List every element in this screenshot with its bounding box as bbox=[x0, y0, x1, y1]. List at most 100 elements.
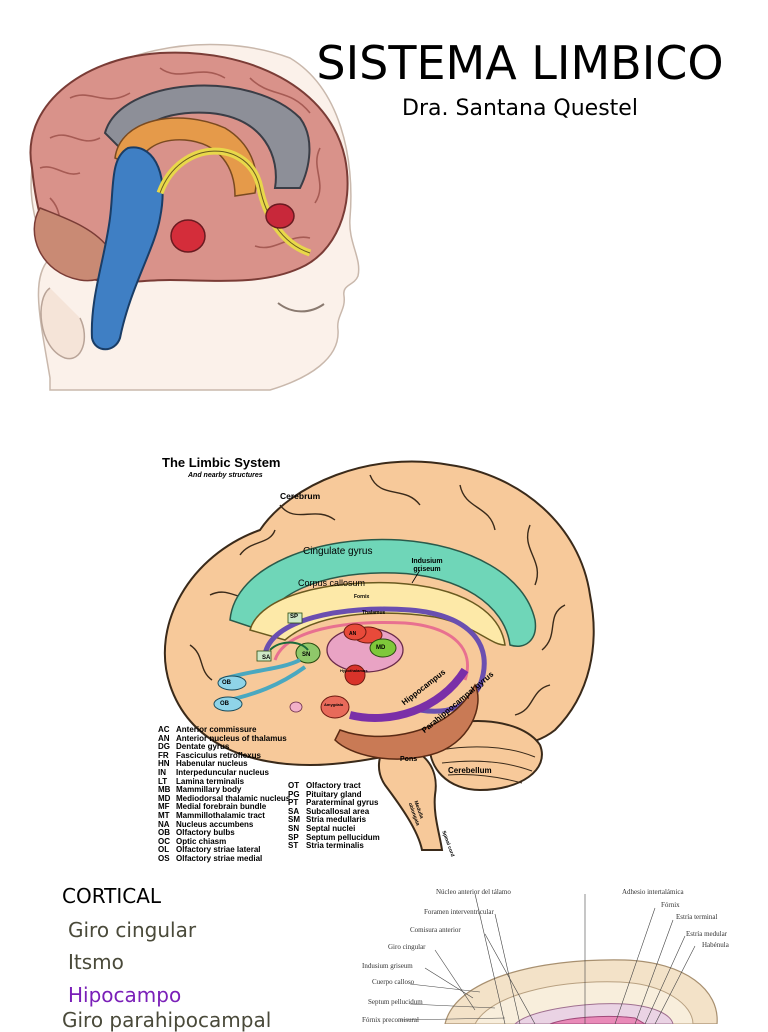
legend-row: MT Mammillothalamic tract bbox=[158, 810, 298, 821]
legend-name: Olfactory bulbs bbox=[176, 828, 235, 838]
legend-abbreviation: MF bbox=[158, 802, 170, 812]
label-md: MD bbox=[376, 645, 386, 651]
legend-row: HN Habenular nucleus bbox=[158, 760, 298, 769]
fig3-label-comisura: Comisura anterior bbox=[410, 926, 461, 934]
label-hypothalamus: Hypothalamus bbox=[340, 668, 368, 673]
legend-name: Anterior commissure bbox=[176, 725, 257, 734]
legend-abbreviation: ST bbox=[288, 841, 299, 851]
legend-row: MB Mammillary body bbox=[158, 786, 298, 795]
legend-abbreviation: SA bbox=[288, 806, 300, 816]
limbic-figure-subtitle: And nearby structures bbox=[188, 472, 263, 479]
label-cingulate-gyrus: Cingulate gyrus bbox=[303, 546, 373, 557]
legend-name: Olfactory striae lateral bbox=[176, 845, 261, 855]
legend-row: SN Septal nuclei bbox=[288, 823, 428, 834]
legend-abbreviation: HN bbox=[158, 759, 170, 769]
legend-name: Fasciculus retroflexus bbox=[176, 750, 261, 760]
legend-name: Mammillothalamic tract bbox=[176, 810, 265, 820]
fig3-label-estria-medular: Estría medular bbox=[686, 930, 728, 938]
fig3-label-nucleo-anterior: Núcleo anterior del tálamo bbox=[436, 888, 511, 896]
legend-name: Septum pellucidum bbox=[306, 832, 380, 842]
legend-name: Stria medullaris bbox=[306, 815, 367, 825]
fig3-label-giro-cingular: Giro cingular bbox=[388, 943, 426, 951]
label-fornix: Fornix bbox=[354, 594, 370, 600]
page-title: SISTEMA LIMBICO bbox=[316, 36, 724, 90]
legend-abbreviation: OB bbox=[158, 828, 170, 838]
legend-name: Dentate gyrus bbox=[176, 742, 230, 752]
legend-name: Interpeduncular nucleus bbox=[176, 767, 269, 777]
legend-row: SM Stria medullaris bbox=[288, 816, 428, 825]
label-pons: Pons bbox=[400, 756, 418, 763]
legend-abbreviation: DG bbox=[158, 742, 170, 752]
fig3-label-adhesio: Adhesio intertalámica bbox=[622, 888, 684, 896]
fig3-label-habenula: Habénula bbox=[702, 941, 729, 949]
limbic-figure-title: The Limbic System bbox=[162, 455, 281, 470]
legend-name: Anterior nucleus of thalamus bbox=[176, 733, 287, 743]
legend-row: ST Stria terminalis bbox=[288, 842, 428, 851]
legend-row: MD Mediodorsal thalamic nucleus bbox=[158, 793, 298, 804]
label-ob-1: OB bbox=[222, 680, 231, 686]
label-an: AN bbox=[349, 631, 357, 637]
label-sp: SP bbox=[290, 614, 299, 620]
legend-name: Habenular nucleus bbox=[176, 759, 248, 769]
label-sn: SN bbox=[302, 652, 311, 658]
legend-row: AN Anterior nucleus of thalamus bbox=[158, 733, 298, 744]
legend-abbreviation: MB bbox=[158, 785, 171, 795]
fig3-label-estria-terminal: Estría terminal bbox=[676, 913, 718, 921]
list-item-itsmo: Itsmo bbox=[68, 950, 124, 974]
fig3-label-cuerpo-calloso: Cuerpo calloso bbox=[372, 978, 415, 986]
fig3-label-fornix: Fórnix bbox=[661, 901, 680, 909]
legend-name: Mammillary body bbox=[176, 785, 242, 795]
fig3-label-foramen: Foramen interventricular bbox=[424, 908, 494, 916]
legend-abbreviation: OC bbox=[158, 836, 170, 846]
legend-row: DG Dentate gyrus bbox=[158, 743, 298, 752]
legend-abbreviation: FR bbox=[158, 750, 169, 760]
label-thalamus: Thalamus bbox=[362, 610, 386, 616]
legend-row: IN Interpeduncular nucleus bbox=[158, 767, 298, 778]
legend-abbreviation: IN bbox=[158, 767, 166, 777]
legend-name: Stria terminalis bbox=[306, 841, 364, 851]
legend-abbreviation: AN bbox=[158, 733, 170, 743]
legend-row: SP Septum pellucidum bbox=[288, 832, 428, 843]
label-indusium-griseum: Indusium griseum bbox=[411, 558, 443, 573]
label-corpus-callosum: Corpus callosum bbox=[298, 578, 366, 588]
legend-row: OC Optic chiasm bbox=[158, 836, 298, 847]
legend-name: Optic chiasm bbox=[176, 836, 227, 846]
legend-row: MF Medial forebrain bundle bbox=[158, 803, 298, 812]
legend-abbreviation: OS bbox=[158, 853, 170, 863]
medial-brain-diagram bbox=[399, 893, 718, 1024]
legend-name: Mediodorsal thalamic nucleus bbox=[176, 793, 291, 803]
legend-name: Subcallosal area bbox=[306, 806, 370, 816]
page-subtitle: Dra. Santana Questel bbox=[402, 96, 638, 121]
label-amygdala: Amygdala bbox=[324, 702, 344, 707]
fig3-label-septum: Septum pellucidum bbox=[368, 998, 423, 1006]
cortical-heading: CORTICAL bbox=[62, 884, 162, 908]
legend-abbreviation: MT bbox=[158, 810, 170, 820]
fig3-label-fornix-precomisural: Fórnix precomisural bbox=[362, 1016, 419, 1024]
legend-row: FR Fasciculus retroflexus bbox=[158, 750, 298, 761]
list-item-giro-cingular: Giro cingular bbox=[68, 918, 197, 942]
legend-abbreviation: MD bbox=[158, 793, 171, 803]
legend-name: Lamina terminalis bbox=[176, 776, 245, 786]
legend-abbreviation: SM bbox=[288, 815, 300, 825]
legend-abbreviation: SP bbox=[288, 832, 299, 842]
legend-row: NA Nucleus accumbens bbox=[158, 819, 298, 830]
legend-name: Olfactory tract bbox=[306, 781, 361, 790]
legend-name: Nucleus accumbens bbox=[176, 819, 254, 829]
label-cerebrum: Cerebrum bbox=[280, 491, 321, 501]
legend-abbreviation: NA bbox=[158, 819, 170, 829]
label-cerebellum: Cerebellum bbox=[448, 766, 492, 775]
fig3-label-indusium: Indusium griseum bbox=[362, 962, 413, 970]
legend-name: Pituitary gland bbox=[306, 789, 362, 799]
legend-abbreviation: SN bbox=[288, 823, 300, 833]
list-item-giro-parahipocampal: Giro parahipocampal bbox=[62, 1008, 272, 1032]
legend-name: Medial forebrain bundle bbox=[176, 802, 267, 812]
legend-name: Septal nuclei bbox=[306, 823, 356, 833]
